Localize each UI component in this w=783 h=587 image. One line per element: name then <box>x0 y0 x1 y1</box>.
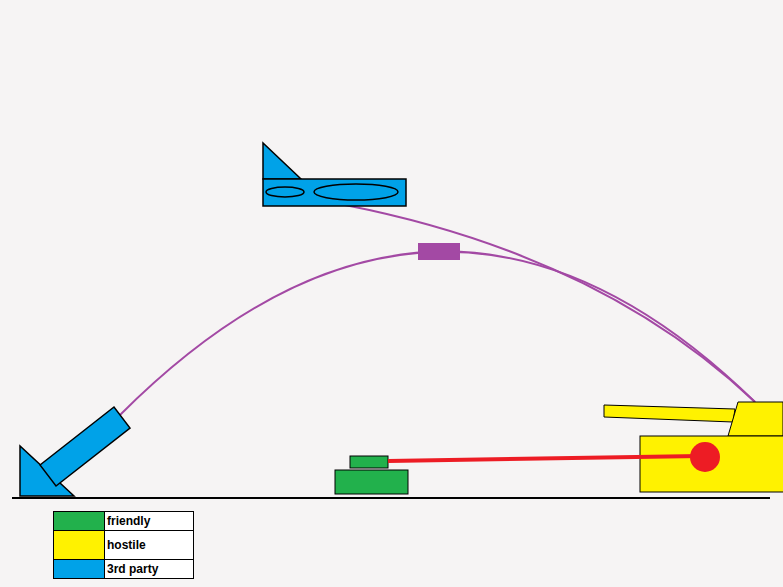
hostile-tank-barrel <box>604 405 735 422</box>
artillery-trajectory <box>120 252 755 415</box>
legend-label: hostile <box>105 531 193 559</box>
legend-label: friendly <box>105 512 193 530</box>
projectile <box>418 243 460 260</box>
plane-window <box>266 187 304 197</box>
legend-swatch <box>54 560 105 578</box>
laser-beam <box>388 456 700 461</box>
plane-tail <box>263 143 301 179</box>
laser-spot <box>690 442 720 472</box>
legend-swatch <box>54 531 105 559</box>
hostile-tank-body <box>640 436 783 492</box>
legend-label: 3rd party <box>105 560 193 578</box>
hostile-tank-turret <box>728 402 783 436</box>
plane-window <box>314 184 398 200</box>
legend-row: hostile <box>54 530 193 559</box>
bomb-trajectory <box>345 205 755 402</box>
legend-row: 3rd party <box>54 559 193 578</box>
legend-swatch <box>54 512 105 530</box>
ground-line <box>12 497 770 499</box>
legend: friendlyhostile3rd party <box>53 511 194 579</box>
friendly-tank-turret <box>350 456 388 468</box>
plane-body <box>263 179 406 206</box>
friendly-tank-body <box>335 470 408 494</box>
artillery-barrel <box>40 407 130 486</box>
legend-row: friendly <box>54 512 193 530</box>
